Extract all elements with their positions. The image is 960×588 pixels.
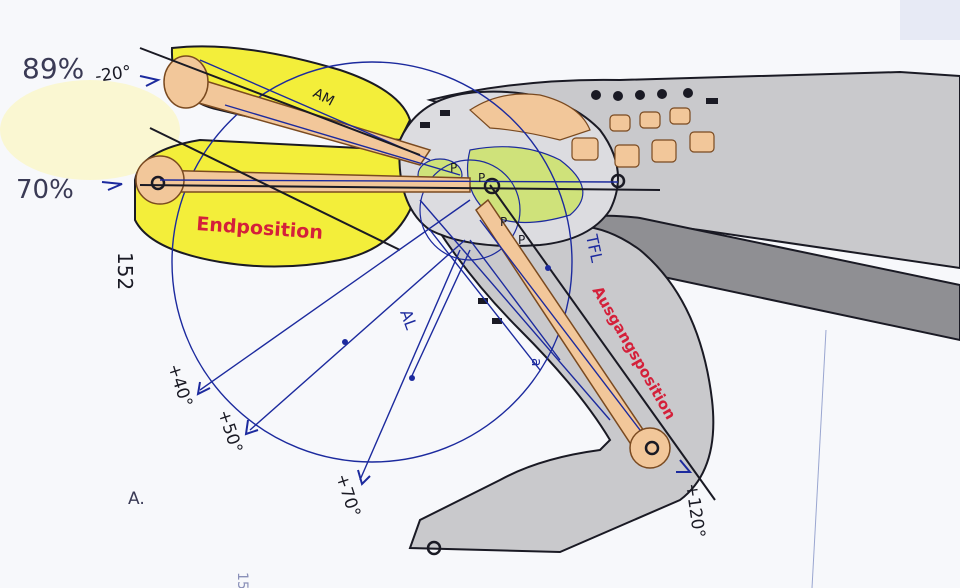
knee-minus20 — [163, 55, 209, 109]
joint-markers — [150, 173, 660, 556]
corner-a-label: A. — [128, 489, 145, 509]
letter-p-2: P — [478, 171, 485, 185]
bottom-15-label: 15 — [234, 572, 250, 588]
spine-dots — [420, 88, 718, 324]
angle-arrows — [101, 75, 693, 486]
small-arc — [419, 159, 521, 261]
sacrum — [469, 93, 591, 141]
ray-dots — [342, 265, 551, 381]
end-thigh — [134, 138, 415, 268]
reference-lines — [139, 47, 716, 501]
angle-rays — [199, 199, 471, 481]
number-152-label: 152 — [113, 252, 137, 290]
letter-p-4: P — [518, 233, 525, 247]
letter-p-1: P — [450, 161, 457, 175]
pct-top-label: 89% — [22, 52, 84, 85]
letter-a-label: a — [528, 358, 544, 367]
rotation-arc — [171, 61, 573, 463]
muscle-lines — [159, 59, 641, 431]
paper-edge — [900, 0, 960, 40]
vertebrae — [571, 107, 715, 168]
guide-line — [811, 329, 827, 588]
pct-mid-label: 70% — [16, 175, 74, 205]
acetabulum — [466, 146, 584, 224]
knee-start — [629, 427, 671, 469]
highlight-halo — [0, 80, 180, 180]
letter-p-3: P — [500, 215, 507, 229]
